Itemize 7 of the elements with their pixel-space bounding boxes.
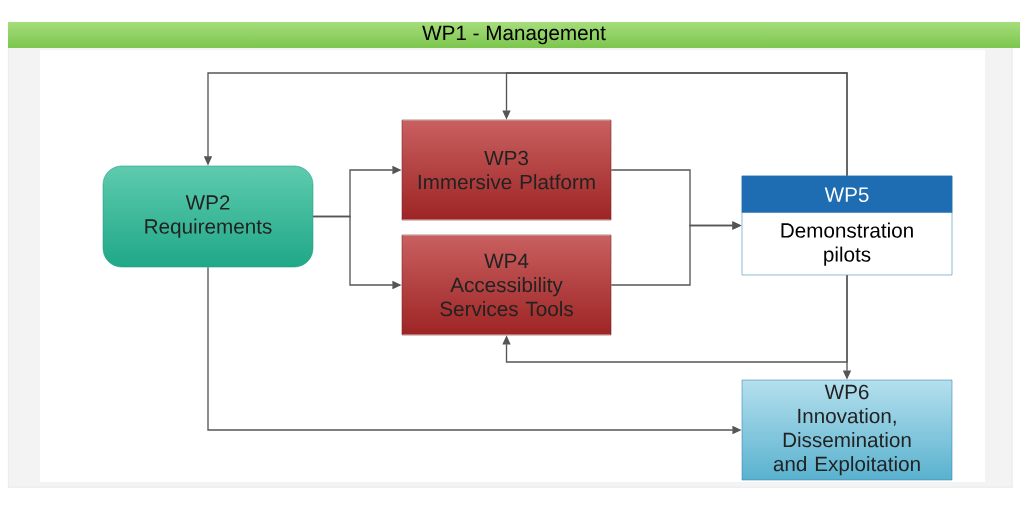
arrow bbox=[502, 72, 848, 177]
work-package-box: WP4 Accessibility Services Tools bbox=[401, 234, 612, 336]
work-package-box: WP3 Immersive Platform bbox=[401, 119, 612, 221]
work-package-box: WP6 Innovation, Dissemination and Exploitation bbox=[741, 379, 953, 481]
work-package-box: WP5 Demonstration pilots bbox=[741, 175, 953, 276]
work-package-box: WP2 Requirements bbox=[102, 165, 314, 268]
arrow bbox=[502, 274, 848, 363]
